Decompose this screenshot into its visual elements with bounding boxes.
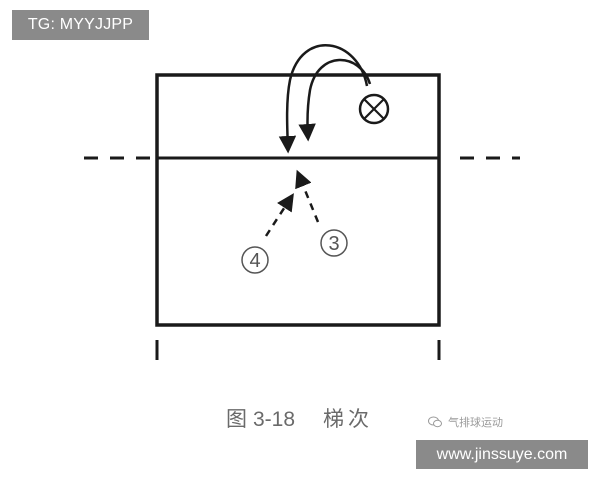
brand-mark: 气排球运动 xyxy=(428,413,503,431)
figure-title: 梯次 xyxy=(323,407,374,431)
brand-text: 气排球运动 xyxy=(448,416,503,429)
curved-arrow-outer xyxy=(278,44,369,154)
court-outline xyxy=(155,73,441,327)
player-marker-4-label: 4 xyxy=(249,250,260,272)
figure-label: 图 xyxy=(226,407,247,431)
crossed-circle-icon xyxy=(358,93,390,125)
dashed-arrow-player-3 xyxy=(295,169,320,223)
site-watermark-badge: www.jinssuye.com xyxy=(416,440,588,469)
player-marker-3-label: 3 xyxy=(328,233,339,255)
wechat-icon xyxy=(428,416,442,428)
top-watermark-badge: TG: MYYJJPP xyxy=(12,10,149,40)
figure-caption: 图 3-18 梯次 xyxy=(226,403,373,433)
dashed-arrow-player-4 xyxy=(264,193,294,237)
figure-number: 3-18 xyxy=(253,408,296,431)
player-marker-3: 3 xyxy=(320,229,348,257)
curved-arrow-inner xyxy=(298,58,372,142)
player-marker-4: 4 xyxy=(241,246,269,274)
